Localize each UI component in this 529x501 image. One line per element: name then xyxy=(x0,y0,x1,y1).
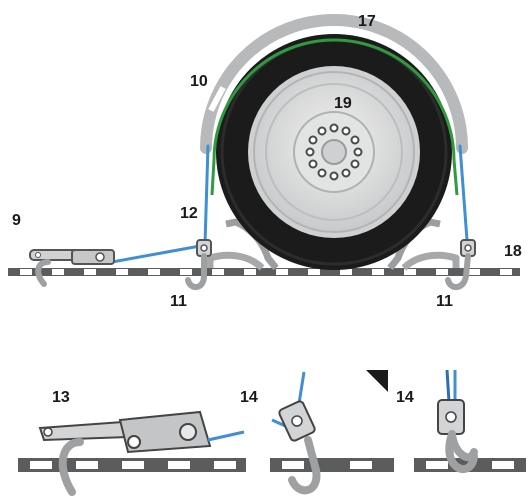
label-hook-left: 11 xyxy=(170,293,187,310)
label-strap-arc: 17 xyxy=(358,13,376,30)
label-hook-detail-left: 14 xyxy=(240,389,258,406)
hook-right xyxy=(445,239,476,290)
tire-strap-arc xyxy=(212,38,456,161)
label-wheel: 19 xyxy=(334,95,352,112)
rail-track xyxy=(8,268,520,276)
hook-detail-right xyxy=(437,369,478,473)
wheel-rim xyxy=(248,66,420,238)
lug-nuts xyxy=(305,123,363,181)
guard-highlight xyxy=(208,86,226,112)
hook-left xyxy=(185,239,212,290)
marker-triangle xyxy=(366,370,388,392)
ratchet-top xyxy=(29,249,115,287)
hook-detail-left xyxy=(271,371,321,495)
label-ratchet-detail: 13 xyxy=(52,389,70,406)
strap-line xyxy=(110,144,469,264)
label-rail: 18 xyxy=(504,243,522,260)
label-hook-detail-right: 14 xyxy=(396,389,414,406)
label-ratchet: 9 xyxy=(12,212,21,229)
ratchet-detail xyxy=(38,410,245,496)
label-tire-guard: 10 xyxy=(190,73,208,90)
label-hook-right: 11 xyxy=(436,293,453,310)
label-strap: 12 xyxy=(180,205,198,222)
